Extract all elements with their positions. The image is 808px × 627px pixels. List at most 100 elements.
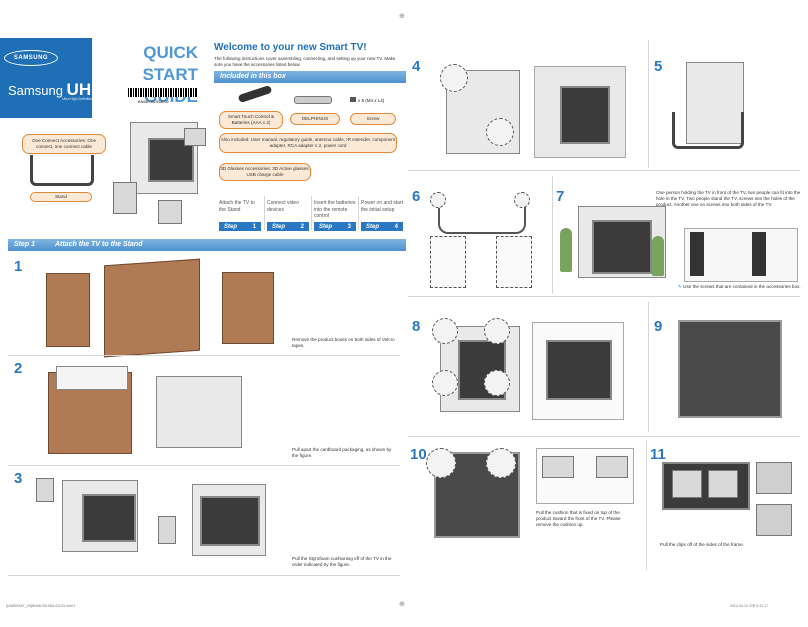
panel-divider	[646, 440, 647, 570]
tv-foam-illustration	[82, 494, 136, 542]
cushion-piece-illustration	[36, 478, 54, 502]
clip-detail	[708, 470, 738, 498]
instruction-3: Pull the Styrofoam cushioning off of the…	[292, 556, 392, 567]
step-3-desc: Insert the batteries into the remote con…	[314, 200, 356, 219]
tv-panel-illustration	[200, 496, 260, 546]
barcode	[128, 88, 198, 97]
step-badge-number: 1	[252, 223, 256, 230]
step-badge-label: Step	[272, 223, 286, 230]
clip-hand-photo	[756, 462, 792, 494]
screw-count: x 8 (M4 x L4)	[350, 97, 384, 103]
step1-bar-label: Step 1	[14, 241, 36, 248]
screw-icon	[350, 97, 356, 102]
figure-number-7: 7	[556, 188, 565, 205]
step-1-badge: Step 1	[219, 222, 261, 231]
step-badge-label: Step	[319, 223, 333, 230]
tv-8-detail-illustration	[546, 340, 612, 400]
tv-box-illustration	[104, 258, 200, 358]
one-connect-label: One Connect Accessories: One connect, on…	[22, 134, 106, 154]
detail-box-left	[430, 236, 466, 288]
clip-detail	[672, 470, 702, 498]
stand-label: Stand	[30, 192, 92, 202]
delphinus-illustration	[294, 96, 332, 104]
instruction-1: Remove the product boxes on both sides o…	[292, 337, 395, 348]
detail-circle	[426, 448, 456, 478]
section-divider	[8, 575, 400, 576]
box-panel-right	[222, 272, 274, 344]
speaker-illustration-right	[158, 200, 182, 224]
figure-number-8: 8	[412, 318, 421, 335]
step-divider	[358, 196, 359, 230]
step-badge-label: Step	[224, 223, 238, 230]
figure-number-6: 6	[412, 188, 421, 205]
section-divider	[8, 355, 400, 356]
section-divider	[8, 465, 400, 466]
detail-circle	[440, 64, 468, 92]
figure-number-9: 9	[654, 318, 663, 335]
instruction-7-note: ✎ Use the screws that are contained in t…	[678, 284, 801, 290]
detail-circle	[430, 192, 446, 208]
included-box-bar: Included in this box	[214, 71, 406, 83]
instruction-10: Pull the cushion that is fixed on top of…	[536, 510, 621, 527]
panel-divider	[648, 40, 649, 168]
also-included-label: Also included: User manual, regulatory g…	[219, 133, 397, 153]
registration-mark: ⊕	[399, 13, 405, 20]
step-divider	[264, 196, 265, 230]
note-text: Use the screws that are contained in the…	[683, 284, 801, 289]
instruction-7: One person holding the TV in front of th…	[656, 190, 801, 207]
product-main: UHD TV	[66, 80, 130, 99]
product-prefix: Samsung	[8, 83, 63, 98]
figure-number-2: 2	[14, 360, 23, 377]
figure-number-3: 3	[14, 470, 23, 487]
tv-standing-illustration	[560, 86, 610, 144]
welcome-title: Welcome to your new Smart TV!	[214, 42, 367, 53]
figure-number-1: 1	[14, 258, 23, 275]
title-line-1: QUICK START	[142, 43, 198, 84]
glasses-label: 3D Glasses Accessories: 3D Active glasse…	[219, 163, 311, 181]
clip-removed-photo	[756, 504, 792, 536]
detail-circle	[432, 370, 458, 396]
figure-number-5: 5	[654, 58, 663, 75]
stand-insert-illustration	[672, 112, 744, 149]
stand-frame-illustration	[438, 198, 526, 234]
step1-bar-title: Attach the TV to the Stand	[54, 241, 143, 248]
figure-number-4: 4	[412, 58, 421, 75]
person-illustration	[560, 228, 572, 272]
remote-illustration	[237, 84, 273, 104]
section-divider	[408, 436, 800, 437]
footer-right: 2014-04-10 오후 5:31:17	[730, 604, 768, 608]
detail-circle	[484, 318, 510, 344]
instruction-2: Pull apart the cardboard packaging, as s…	[292, 447, 392, 458]
footer-left: [UN85S9AF_ZA]BN68-05195A-02L03.indd 2	[6, 604, 76, 608]
detail-box-right	[496, 236, 532, 288]
tv-8-illustration	[458, 340, 506, 400]
cover-panel	[0, 38, 92, 118]
section-divider	[408, 170, 800, 171]
instruction-11: Pull the clips off of the sides of the f…	[660, 542, 744, 547]
step-divider	[311, 196, 312, 230]
screw-label: Screw	[350, 113, 396, 125]
screw-count-text: x 8 (M4 x L4)	[358, 98, 385, 103]
part-number: BN68-05195A-02	[138, 99, 169, 104]
cushion-piece-illustration	[158, 516, 176, 544]
stand-leg-detail	[752, 232, 766, 276]
step1-bar: Step 1 Attach the TV to the Stand	[8, 239, 406, 251]
step-2-desc: Connect video devices	[267, 200, 299, 213]
stand-leg-detail	[690, 232, 704, 276]
person-illustration	[652, 236, 664, 276]
welcome-intro: The following instructions cover assembl…	[214, 56, 396, 67]
delphinus-label: DELPHINUS	[290, 113, 340, 125]
foam-tv-illustration	[156, 376, 242, 448]
product-name: Samsung UHD TV	[8, 80, 130, 100]
box-panel-left	[46, 273, 90, 347]
section-divider	[408, 296, 800, 297]
figure-number-10: 10	[410, 446, 427, 463]
figure-number-11: 11	[650, 446, 666, 463]
stand-illustration	[30, 155, 94, 186]
detail-circle	[484, 370, 510, 396]
cushion-detail	[596, 456, 628, 478]
cushion-detail	[542, 456, 574, 478]
detail-circle	[432, 318, 458, 344]
